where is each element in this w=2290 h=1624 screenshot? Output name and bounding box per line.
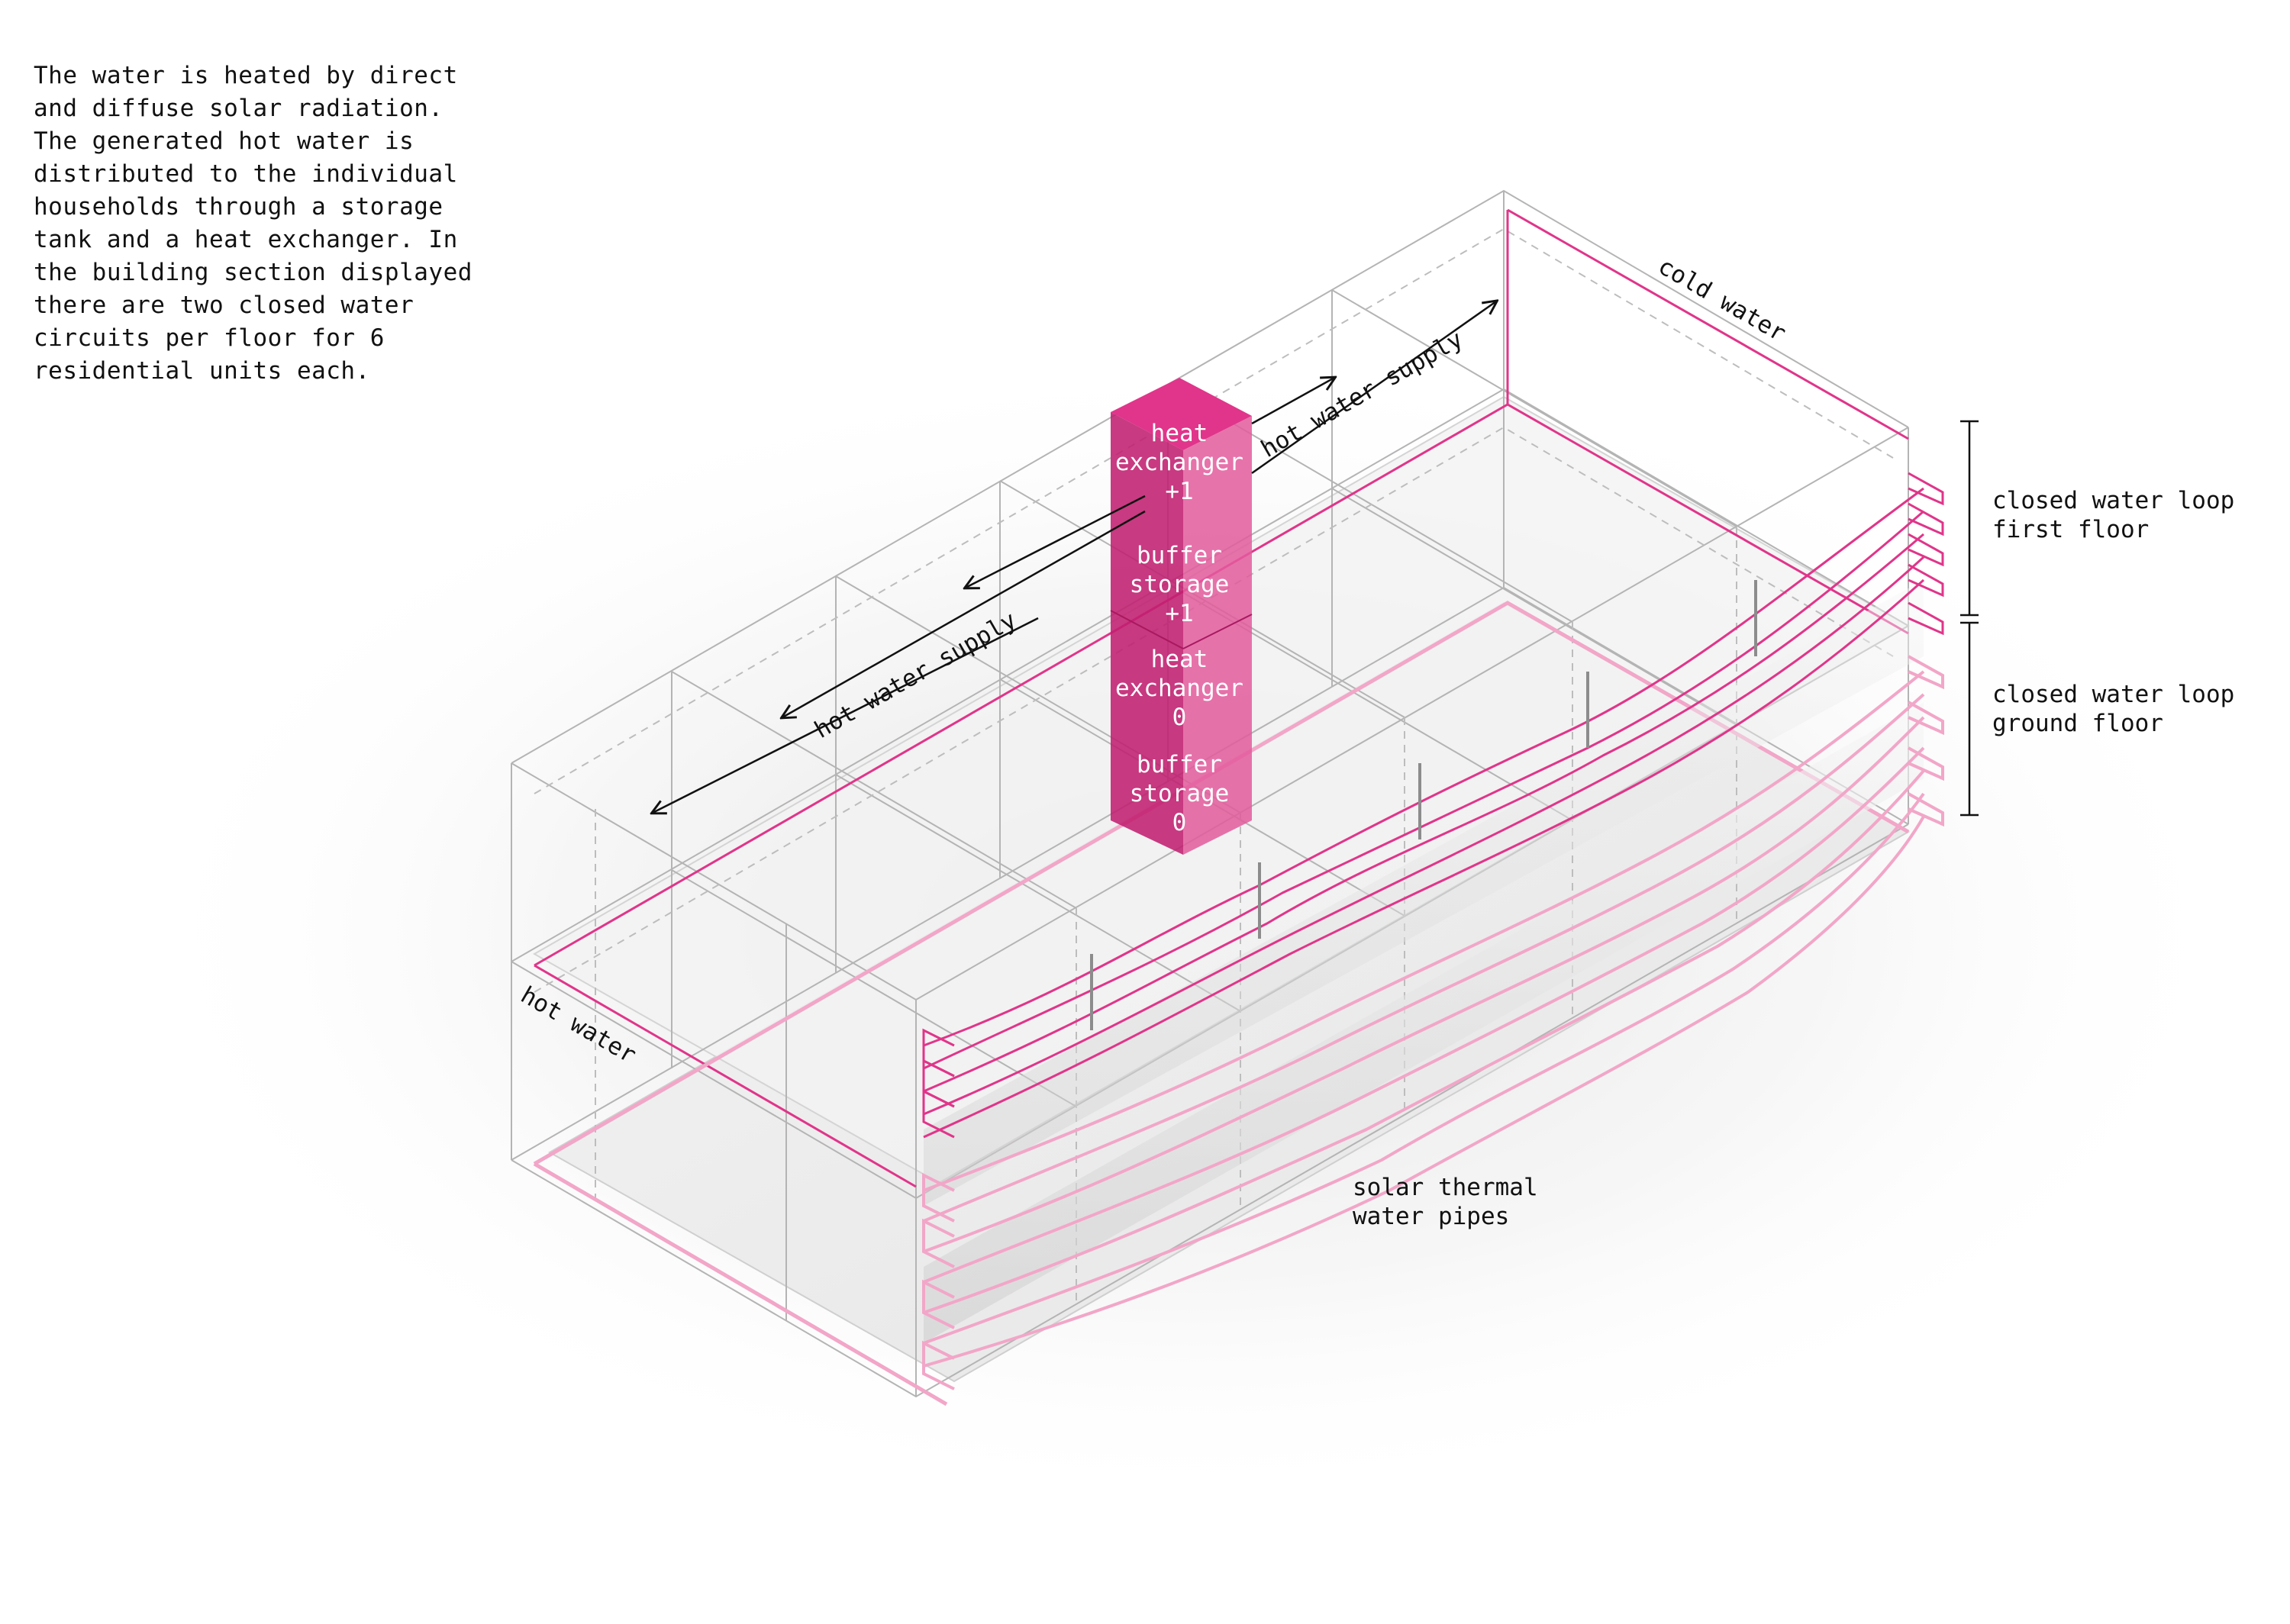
intro-line: the building section displayed	[34, 259, 473, 286]
intro-line: and diffuse solar radiation.	[34, 95, 443, 122]
loop-first-floor-line2: first floor	[1992, 516, 2149, 543]
storage-tower-labels: heat exchanger +1 buffer storage +1 heat…	[1115, 420, 1243, 836]
intro-line: The water is heated by direct	[34, 62, 458, 89]
buffer-storage-1-line3: +1	[1165, 600, 1193, 627]
solar-pipes-label-line2: water pipes	[1353, 1203, 1509, 1230]
intro-line: residential units each.	[34, 357, 370, 385]
water-loop-lower	[533, 601, 1910, 1406]
arrow-left-upper	[966, 495, 1146, 588]
solar-pipes-label-line1: solar thermal	[1353, 1174, 1538, 1201]
loop-ground-floor-line2: ground floor	[1992, 710, 2163, 737]
heat-exchanger-0-line2: exchanger	[1115, 675, 1243, 702]
intro-line: distributed to the individual	[34, 160, 458, 188]
loop-ground-floor-line1: closed water loop	[1992, 681, 2234, 708]
buffer-storage-0-line2: storage	[1130, 780, 1230, 807]
buffer-storage-0-line3: 0	[1172, 809, 1187, 836]
heat-exchanger-0-line3: 0	[1172, 704, 1187, 731]
storage-tower	[1110, 378, 1253, 855]
intro-line: tank and a heat exchanger. In	[34, 226, 458, 253]
solar-pipe-bank	[922, 472, 1944, 1390]
range-brackets	[1960, 420, 1979, 817]
bracket-first-floor	[1960, 420, 1979, 617]
buffer-storage-0-line1: buffer	[1137, 751, 1222, 778]
heat-exchanger-0-line1: heat	[1151, 646, 1208, 673]
loop-first-floor-line1: closed water loop	[1992, 487, 2234, 514]
arrow-left-long	[653, 617, 1039, 813]
water-loop-upper	[534, 208, 1909, 1188]
intro-line: households through a storage	[34, 193, 443, 221]
intro-line: The generated hot water is	[34, 127, 414, 155]
heat-exchanger-1-line3: +1	[1165, 478, 1193, 505]
intro-line: there are two closed water	[34, 292, 414, 319]
bracket-ground-floor	[1960, 621, 1979, 817]
heat-exchanger-1-line1: heat	[1151, 420, 1208, 447]
intro-line: circuits per floor for 6	[34, 324, 385, 352]
buffer-storage-1-line2: storage	[1130, 571, 1230, 598]
buffer-storage-1-line1: buffer	[1137, 542, 1222, 569]
arrow-right-upper	[1251, 378, 1334, 425]
arrow-left-lower	[782, 510, 1146, 717]
arrow-right-lower	[1251, 301, 1496, 475]
intro-paragraph: The water is heated by direct and diffus…	[34, 60, 522, 388]
supply-arrows	[653, 301, 1496, 813]
heat-exchanger-1-line2: exchanger	[1115, 449, 1243, 476]
